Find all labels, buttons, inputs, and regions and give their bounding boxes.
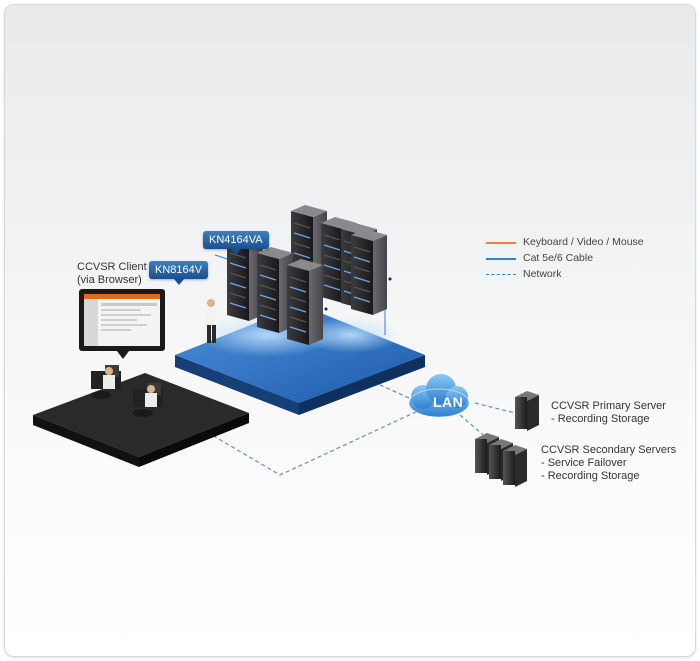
monitor-icon xyxy=(79,289,165,359)
client-title: CCVSR Client xyxy=(77,261,147,273)
workstation-icon xyxy=(91,365,163,417)
rack-icon xyxy=(227,205,392,345)
link-clients-lan xyxy=(194,409,421,476)
secondary-servers-title: CCVSR Secondary Servers xyxy=(541,444,677,456)
badge-kn8164v: KN8164V xyxy=(149,261,209,285)
server-icon xyxy=(515,391,539,431)
operator-icon xyxy=(206,299,226,343)
network-diagram xyxy=(33,205,539,487)
legend-swatch-cat5 xyxy=(486,258,516,260)
secondary-servers-detail-1: - Service Failover xyxy=(541,457,627,469)
server-rack xyxy=(287,259,328,345)
secondary-servers-detail-2: - Recording Storage xyxy=(541,470,640,482)
cloud-icon xyxy=(408,374,470,418)
primary-server-title: CCVSR Primary Server xyxy=(551,400,666,412)
client-platform xyxy=(33,373,249,467)
legend-label-cat5: Cat 5e/6 Cable xyxy=(523,252,594,264)
legend-swatch-network xyxy=(486,274,516,275)
legend-label-network: Network xyxy=(523,268,562,280)
badge-kn4164va: KN4164VA xyxy=(203,231,269,255)
diagram-frame: CCVSR Client (via Browser) KN8164V KN416… xyxy=(4,4,696,657)
legend-swatch-kvm xyxy=(486,242,516,244)
server-icon xyxy=(475,433,527,487)
client-subtitle: (via Browser) xyxy=(77,274,142,286)
primary-server-detail: - Recording Storage xyxy=(551,413,650,425)
legend-label-kvm: Keyboard / Video / Mouse xyxy=(523,236,644,248)
lan-label: LAN xyxy=(433,394,464,410)
link-lan-primary xyxy=(474,402,516,414)
server-rack xyxy=(351,229,392,315)
